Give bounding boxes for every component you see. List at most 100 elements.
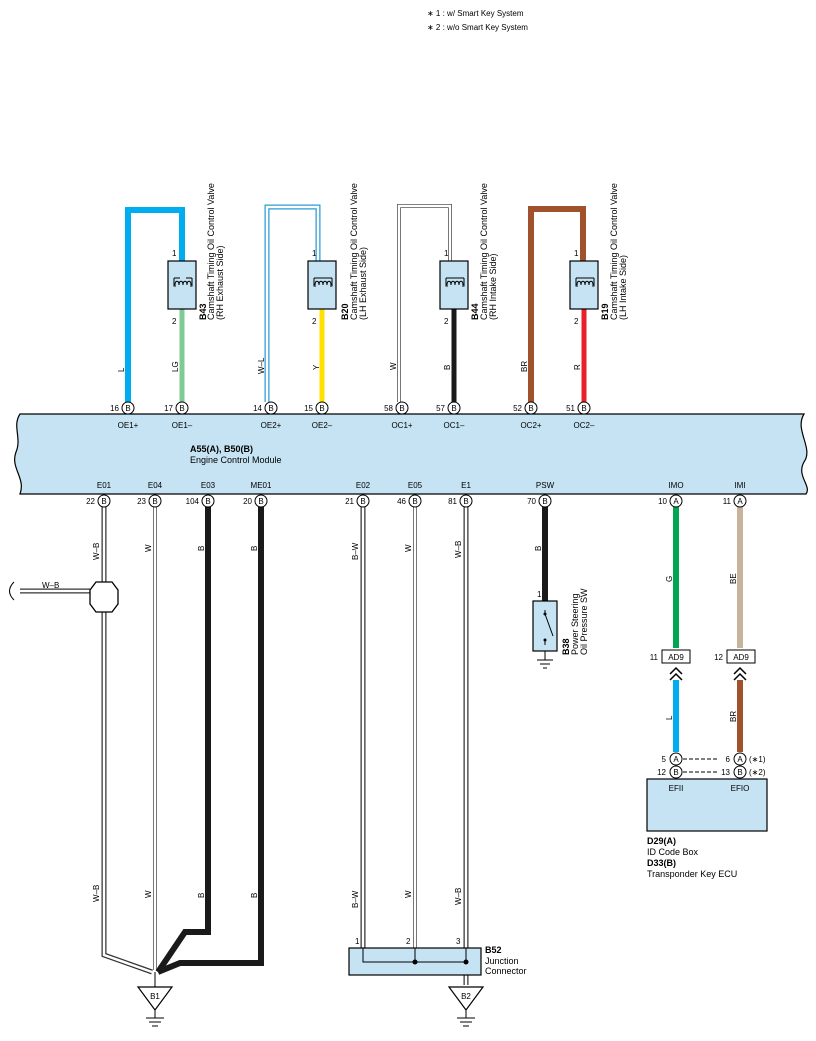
ground-b2 [447, 986, 485, 1027]
idbox-code2: D33(B) [647, 858, 676, 868]
svg-text:21: 21 [345, 497, 354, 506]
svg-text:B: B [250, 893, 259, 898]
svg-text:W–B: W–B [454, 888, 463, 905]
valve-b20 [307, 260, 337, 310]
svg-text:A: A [673, 755, 679, 764]
wire-label-e04: W [144, 544, 153, 552]
wire-label-imi: BE [729, 573, 738, 584]
svg-text:A: A [737, 755, 743, 764]
svg-text:B: B [152, 497, 157, 506]
wire-label-me01: B [250, 546, 259, 551]
svg-text:E01: E01 [97, 481, 112, 490]
svg-text:B1: B1 [150, 992, 160, 1001]
ad9-connector: AD9 AD9 11 12 [650, 649, 756, 681]
ecm-top-pins: B 16 OE1+ B 17 OE1– B 14 OE2+ B 15 OE2– … [110, 401, 595, 430]
note-2: ∗ 2 : w/o Smart Key System [427, 23, 528, 32]
svg-text:Connector: Connector [485, 966, 527, 976]
note-1: ∗ 1 : w/ Smart Key System [427, 9, 524, 18]
idbox-efio: EFIO [731, 784, 750, 793]
svg-text:5: 5 [662, 755, 667, 764]
svg-text:OC1–: OC1– [444, 421, 465, 430]
wire-label-e1: W–B [454, 541, 463, 558]
valve-b43-label: B43 [198, 303, 208, 320]
svg-text:E1: E1 [461, 481, 471, 490]
idbox-pins: A B A B 5 12 6 13 (∗1) (∗2) [657, 752, 766, 779]
svg-text:B: B [673, 768, 678, 777]
svg-text:E02: E02 [356, 481, 371, 490]
svg-text:58: 58 [384, 404, 393, 413]
svg-text:12: 12 [657, 768, 666, 777]
svg-text:OE1–: OE1– [172, 421, 193, 430]
ecm-bottom-pins: B 22 E01 B 23 E04 B 104 E03 B 20 ME01 B … [86, 481, 747, 508]
svg-text:(∗1): (∗1) [749, 755, 766, 764]
idbox-efii: EFII [669, 784, 684, 793]
svg-text:B: B [268, 404, 273, 413]
svg-text:B: B [319, 404, 324, 413]
valve-b20-pin1: 1 [312, 249, 317, 258]
svg-text:W: W [404, 890, 413, 898]
valve-b43-pin2: 2 [172, 317, 177, 326]
svg-text:B: B [197, 893, 206, 898]
wire-label-wl: W–L [257, 357, 266, 374]
valve-b19 [569, 260, 599, 310]
svg-text:Camshaft Timing Oil Control Va: Camshaft Timing Oil Control Valve [609, 183, 619, 320]
svg-text:W: W [144, 890, 153, 898]
svg-text:(RH Intake Side): (RH Intake Side) [488, 253, 498, 320]
svg-text:PSW: PSW [536, 481, 555, 490]
idbox-code1: D29(A) [647, 836, 676, 846]
ecm-code: A55(A), B50(B) [190, 444, 253, 454]
chevron-up-icon [669, 666, 683, 681]
wire-label-l-low: L [665, 715, 674, 720]
valve-b43 [167, 260, 197, 310]
svg-text:B: B [412, 497, 417, 506]
svg-text:IMO: IMO [668, 481, 683, 490]
wire-label-splice: W–B [42, 581, 59, 590]
psw-switch [532, 600, 558, 669]
svg-text:11: 11 [650, 653, 659, 662]
valve-b19-pin2: 2 [574, 317, 579, 326]
ground-icon [146, 1010, 164, 1027]
valve-b44-label: B44 [470, 303, 480, 320]
psw-code: B38 [561, 638, 571, 655]
svg-text:B2: B2 [461, 992, 471, 1001]
svg-text:1: 1 [537, 590, 542, 599]
svg-text:E05: E05 [408, 481, 423, 490]
wire-label-w: W [389, 362, 398, 370]
wire-label-e01: W–B [92, 543, 101, 560]
wire-label-r: R [573, 364, 582, 370]
svg-text:46: 46 [397, 497, 406, 506]
svg-text:ME01: ME01 [251, 481, 272, 490]
svg-text:IMI: IMI [734, 481, 745, 490]
svg-text:B: B [737, 768, 742, 777]
svg-text:B: B [528, 404, 533, 413]
wire-br-oc2plus [528, 206, 586, 402]
svg-text:2: 2 [406, 937, 411, 946]
ecm-name: Engine Control Module [190, 455, 282, 465]
svg-text:OC2–: OC2– [574, 421, 595, 430]
svg-text:B: B [258, 497, 263, 506]
ground-icon [457, 1010, 475, 1027]
wire-wb-e01 [101, 507, 153, 975]
wire-b-me01 [156, 507, 264, 975]
svg-text:B43: B43 [198, 303, 208, 320]
svg-text:11: 11 [723, 497, 732, 506]
wire-b-e03 [155, 507, 211, 974]
svg-text:81: 81 [448, 497, 457, 506]
svg-text:OC2+: OC2+ [520, 421, 541, 430]
svg-text:6: 6 [726, 755, 731, 764]
svg-text:W–B: W–B [92, 885, 101, 902]
svg-text:E04: E04 [148, 481, 163, 490]
wire-label-lg: LG [171, 361, 180, 372]
svg-text:A: A [737, 497, 743, 506]
wire-label-y: Y [312, 364, 321, 370]
svg-text:10: 10 [658, 497, 667, 506]
svg-text:Junction: Junction [485, 956, 519, 966]
wire-label-br: BR [520, 361, 529, 372]
svg-text:B: B [125, 404, 130, 413]
svg-text:AD9: AD9 [733, 653, 749, 662]
valve-b20-label: B20 [340, 303, 350, 320]
wire-label-l: L [117, 367, 126, 372]
ecm-body [14, 413, 808, 495]
svg-text:B: B [399, 404, 404, 413]
